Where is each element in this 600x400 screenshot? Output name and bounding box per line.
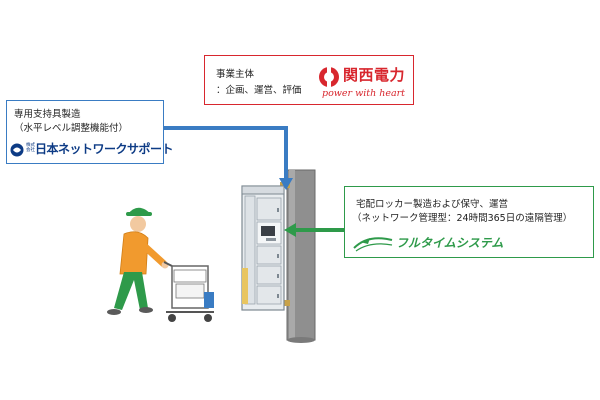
kansai-electric-logo-icon — [319, 67, 339, 87]
locker-operator-heading: 宅配ロッカー製造および保守、運営 — [356, 199, 509, 210]
nihon-network-support-logo-icon — [10, 143, 24, 157]
locker-operator-detail: （ネットワーク管理型：24時間365日の遠隔管理） — [352, 213, 573, 224]
blue-arrow — [164, 126, 293, 190]
fulltime-system-logo-icon — [353, 237, 393, 252]
utility-pole-icon — [286, 169, 316, 343]
locker-operator-box — [344, 186, 594, 258]
nns-company-prefix: 株式会社 — [26, 143, 35, 153]
business-entity-detail: ：企画、運営、評価 — [216, 85, 302, 96]
nihon-network-support-name: 日本ネットワークサポート — [35, 142, 174, 156]
business-entity-box — [204, 55, 414, 105]
support-manufacturer-heading: 専用支持具製造 — [14, 109, 81, 120]
fulltime-system-name: フルタイムシステム — [396, 236, 504, 250]
support-manufacturer-detail: （水平レベル調整機能付） — [14, 123, 129, 134]
delivery-person-with-cart-icon — [107, 207, 214, 322]
kansai-electric-name: 関西電力 — [343, 66, 406, 84]
support-manufacturer-box — [6, 100, 164, 164]
business-entity-heading: 事業主体 — [216, 69, 255, 80]
kansai-electric-tagline: power with heart — [322, 88, 406, 99]
green-arrow — [284, 223, 344, 237]
delivery-locker-icon — [241, 182, 290, 311]
